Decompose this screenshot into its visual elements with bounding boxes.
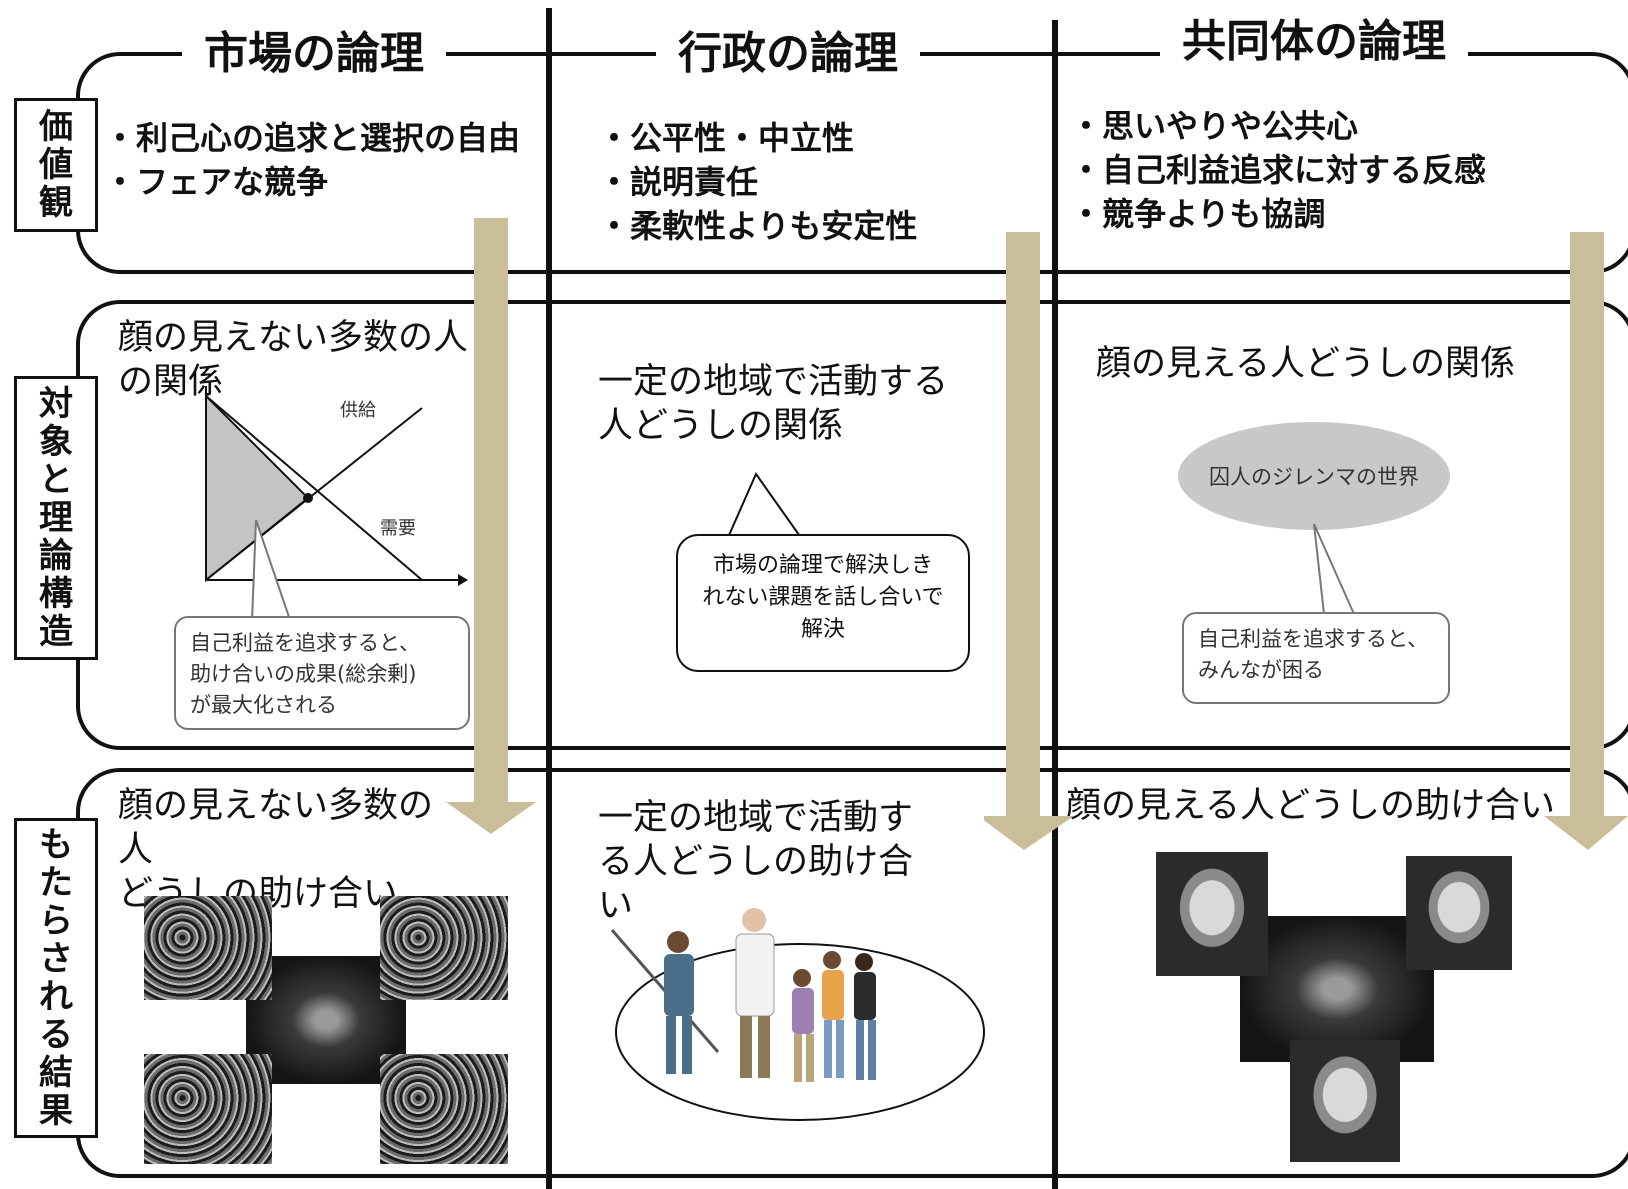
callout-pointer-community — [1313, 523, 1355, 614]
person-youth-icon — [792, 969, 814, 1082]
value-item: 競争よりも協調 — [1070, 192, 1486, 236]
column-divider-2 — [1052, 20, 1058, 1189]
column-title-administration: 行政の論理 — [656, 28, 920, 80]
values-list-community: 思いやりや公共心 自己利益追求に対する反感 競争よりも協調 — [1070, 104, 1486, 236]
structure-text-administration: 一定の地域で活動する 人どうしの関係 — [598, 362, 949, 446]
results-text-community: 顔の見える人どうしの助け合い — [1066, 786, 1555, 826]
down-arrow-market — [446, 218, 536, 834]
value-item: 公平性・中立性 — [598, 116, 917, 160]
person-girl-icon — [822, 951, 844, 1078]
structure-text-market: 顔の見えない多数の人 の関係 — [118, 318, 469, 402]
face-photo — [1290, 1040, 1400, 1162]
callout-pointer-market — [251, 520, 291, 620]
value-item: 思いやりや公共心 — [1070, 104, 1486, 148]
value-item: 利己心の追求と選択の自由 — [104, 116, 520, 160]
person-farmer-icon — [664, 931, 694, 1074]
person-doctor-icon — [735, 908, 775, 1078]
results-text-administration: 一定の地域で活動す る人どうしの助け合 い — [598, 798, 914, 926]
face-photo — [1406, 856, 1512, 970]
values-list-market: 利己心の追求と選択の自由 フェアな競争 — [104, 116, 520, 204]
prisoners-dilemma-label: 囚人のジレンマの世界 — [1209, 465, 1419, 489]
row-label-structure: 対 象 と 理 論 構 造 — [14, 376, 98, 660]
structure-text-community: 顔の見える人どうしの関係 — [1096, 344, 1515, 384]
value-item: 柔軟性よりも安定性 — [598, 204, 917, 248]
row-label-results: も た ら さ れ る 結 果 — [14, 818, 98, 1138]
prisoners-dilemma-ellipse: 囚人のジレンマの世界 — [1178, 422, 1450, 530]
callout-pointer-administration — [725, 472, 805, 542]
group-ellipse — [615, 943, 985, 1121]
crowd-image — [380, 896, 508, 1000]
person-teen-icon — [854, 953, 876, 1080]
callout-community: 自己利益を追求すると、 みんなが困る — [1182, 612, 1450, 704]
down-arrow-administration — [984, 232, 1074, 850]
demand-label: 需要 — [380, 518, 416, 539]
callout-administration: 市場の論理で解決しき れない課題を話し合いで 解決 — [676, 534, 970, 672]
x-axis-arrowhead — [458, 574, 468, 586]
handshake-image — [246, 956, 406, 1084]
column-title-community: 共同体の論理 — [1160, 16, 1468, 68]
supply-line — [205, 407, 423, 581]
crowd-image — [144, 1054, 272, 1164]
demand-line — [205, 395, 423, 581]
value-item: フェアな競争 — [104, 160, 520, 204]
face-photo — [1156, 852, 1268, 976]
crowd-image — [144, 896, 272, 1000]
value-item: 説明責任 — [598, 160, 917, 204]
crowd-image — [380, 1054, 508, 1164]
supply-demand-chart: 供給 需要 — [205, 386, 468, 586]
callout-market: 自己利益を追求すると、 助け合いの成果(総余剰) が最大化される — [174, 616, 470, 730]
column-divider-1 — [546, 8, 552, 1189]
value-item: 自己利益追求に対する反感 — [1070, 148, 1486, 192]
equilibrium-point — [303, 493, 313, 503]
column-title-market: 市場の論理 — [182, 28, 446, 80]
values-list-administration: 公平性・中立性 説明責任 柔軟性よりも安定性 — [598, 116, 917, 248]
community-people-illustration — [610, 908, 985, 1121]
supply-label: 供給 — [340, 400, 376, 421]
handshake-image — [1240, 916, 1434, 1062]
row-label-values: 価 値 観 — [14, 98, 98, 232]
down-arrow-community — [1544, 232, 1628, 850]
